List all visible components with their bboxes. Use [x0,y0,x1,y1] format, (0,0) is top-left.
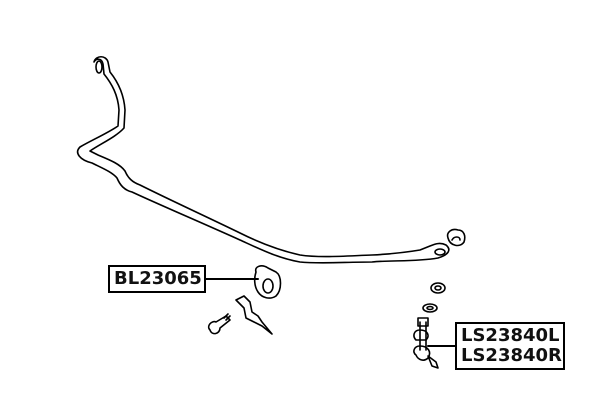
bar-end-eye-right [434,248,446,256]
washer-1 [430,282,446,294]
washer-2 [422,303,438,313]
part-number: BL23065 [114,268,202,289]
part-number-left: LS23840L [461,325,560,346]
bushing [253,265,282,299]
bracket [235,295,273,335]
stabilizer-bar [76,55,450,264]
bar-end-eye [95,60,103,74]
part-number-right: LS23840R [461,344,562,366]
nut-top [446,228,466,247]
callout-bl23065: BL23065 [108,265,206,293]
callout-ls23840: LS23840L LS23840R [455,322,565,370]
